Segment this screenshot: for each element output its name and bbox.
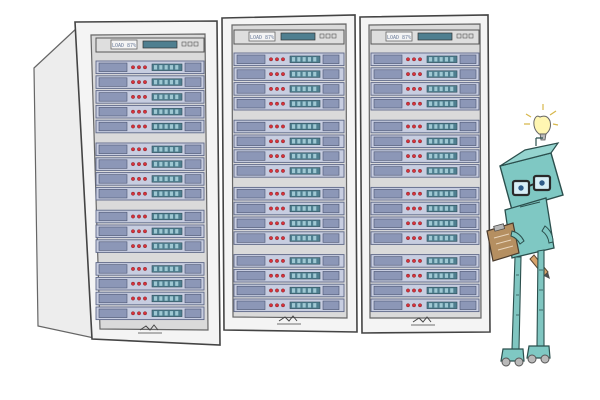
server-unit — [370, 52, 480, 67]
server-unit — [95, 172, 205, 186]
server-unit — [95, 239, 205, 253]
server-unit — [233, 201, 345, 216]
clipboard-icon — [486, 222, 520, 262]
server-unit — [370, 67, 480, 81]
server-unit — [95, 224, 205, 239]
server-unit — [95, 119, 205, 134]
server-unit — [370, 201, 480, 216]
rack-right-display-text: LOAD 87% — [387, 35, 411, 41]
robot-left-leg — [511, 256, 522, 350]
server-unit — [370, 298, 480, 313]
rack-middle-display: LOAD 87% — [233, 29, 345, 45]
server-unit — [233, 283, 345, 298]
glasses-icon — [511, 174, 552, 197]
server-unit — [233, 134, 345, 149]
server-unit — [95, 306, 205, 321]
rack-left-logo — [138, 324, 162, 334]
rack-left-units: LOAD 87% — [95, 37, 205, 321]
server-unit — [233, 268, 345, 283]
robot-right-leg — [536, 249, 545, 347]
server-unit — [233, 52, 345, 67]
server-unit — [95, 142, 205, 157]
server-unit — [370, 149, 480, 163]
server-unit — [370, 96, 480, 111]
robot-neck — [519, 201, 541, 208]
server-unit — [233, 298, 345, 313]
server-unit — [95, 209, 205, 224]
server-unit — [233, 231, 345, 245]
server-unit — [95, 291, 205, 306]
robot-left-arm — [510, 230, 525, 245]
robot — [486, 104, 564, 367]
server-unit — [233, 254, 345, 268]
server-unit — [95, 262, 205, 276]
server-unit — [95, 104, 205, 119]
server-unit — [233, 119, 345, 134]
server-unit — [233, 186, 345, 201]
server-unit — [370, 119, 480, 134]
server-unit — [233, 149, 345, 163]
rack-middle-units: LOAD 87% — [233, 29, 345, 313]
server-unit — [370, 254, 480, 268]
rack-left: LOAD 87% — [33, 20, 221, 346]
server-unit — [370, 82, 480, 96]
server-unit — [370, 283, 480, 298]
rack-right-display: LOAD 87% — [370, 29, 480, 45]
server-unit — [95, 157, 205, 171]
server-unit — [233, 96, 345, 111]
robot-head-top — [499, 142, 560, 167]
server-unit — [370, 186, 480, 201]
server-unit — [233, 67, 345, 81]
rack-right-logo — [411, 316, 435, 326]
server-unit — [233, 216, 345, 231]
server-unit — [370, 268, 480, 283]
server-unit — [95, 75, 205, 89]
rack-right-units: LOAD 87% — [370, 29, 480, 313]
server-unit — [233, 82, 345, 96]
server-unit — [370, 231, 480, 245]
rack-left-display-text: LOAD 87% — [112, 43, 136, 49]
rack-middle: LOAD 87% — [221, 14, 358, 333]
rack-right: LOAD 87% — [359, 14, 491, 334]
server-unit — [95, 60, 205, 75]
lightbulb-icon — [524, 104, 559, 141]
server-unit — [370, 216, 480, 231]
server-unit — [370, 134, 480, 149]
robot-feet — [500, 345, 551, 367]
server-unit — [233, 164, 345, 178]
rack-middle-display-text: LOAD 87% — [250, 35, 274, 41]
rack-left-display: LOAD 87% — [95, 37, 205, 53]
server-unit — [95, 186, 205, 201]
server-unit — [95, 90, 205, 104]
rack-middle-logo — [277, 315, 301, 325]
robot-antenna — [535, 137, 543, 146]
server-unit — [95, 276, 205, 291]
server-unit — [370, 164, 480, 178]
robot-right-arm — [541, 225, 554, 244]
